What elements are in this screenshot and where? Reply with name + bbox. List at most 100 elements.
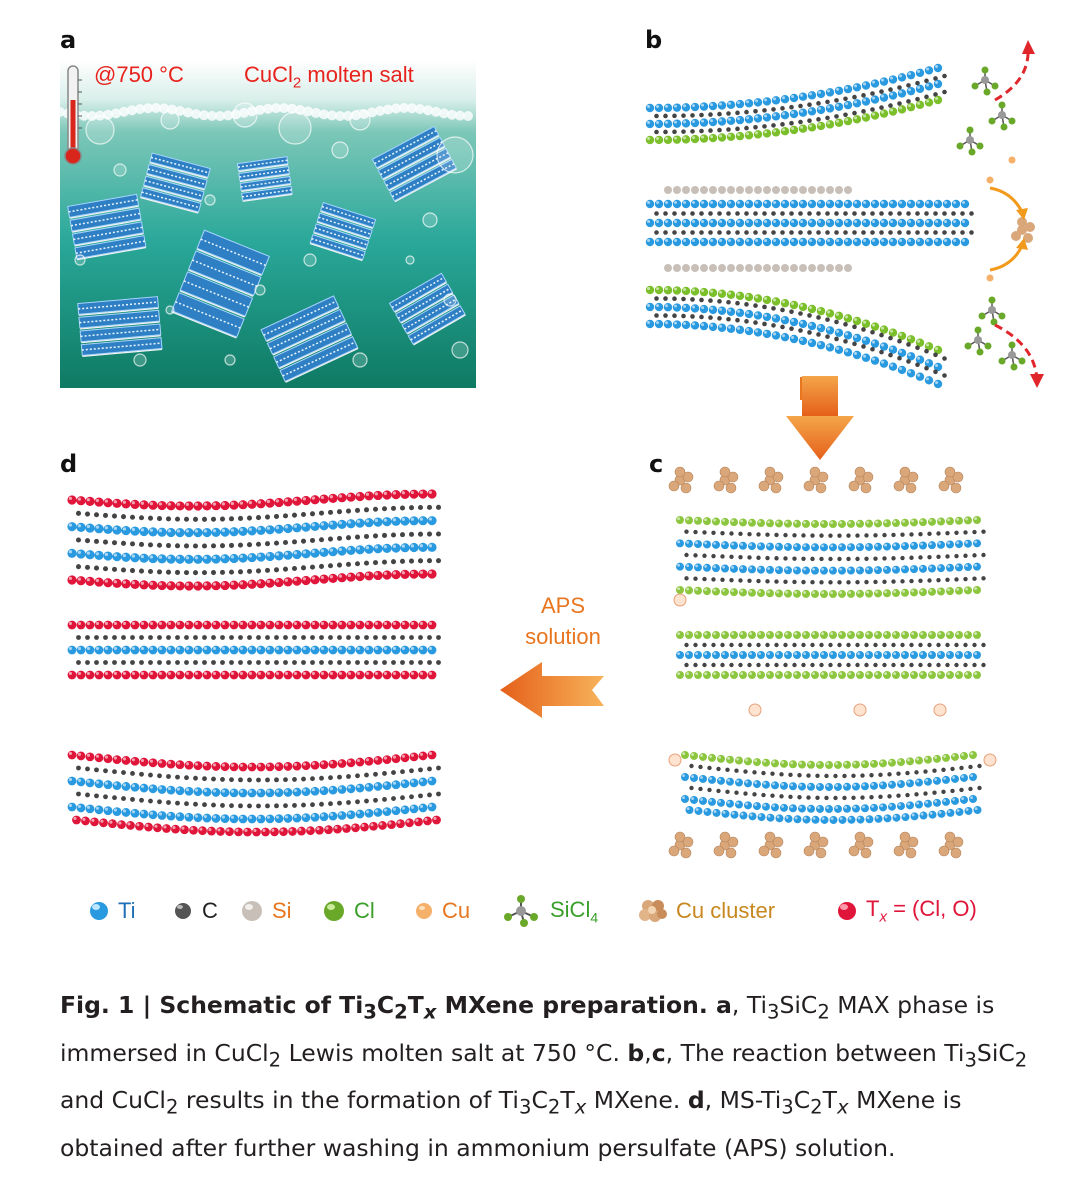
caption-subscript: 3 (781, 1096, 794, 1120)
orange-arrowhead-icon (1016, 208, 1028, 220)
sicl4-molecule-icon (504, 895, 538, 927)
orange-arrowhead-icon (1016, 238, 1028, 250)
si-atom-icon (242, 901, 262, 921)
panel-label-a: a (60, 26, 77, 54)
ms-mxene-layer-bottom (67, 750, 441, 837)
cu-atom (986, 176, 994, 184)
legend-item-si: Si (240, 893, 292, 929)
caption-title: Schematic of Ti3C2Tx MXene preparation. … (159, 991, 732, 1024)
sicl4-subscript: 4 (590, 909, 599, 926)
max-phase-crystal (67, 193, 147, 261)
caption-text: T (407, 991, 424, 1019)
cu-cluster-row (668, 466, 964, 494)
caption-text: , Ti (731, 991, 767, 1019)
caption-subscript: x (837, 1096, 849, 1120)
sicl4-molecule (964, 326, 992, 356)
legend-item-tx: Tx = (Cl, O) (836, 893, 977, 929)
cu-migration-arrow-top (989, 186, 1024, 213)
caption-subscript: 2 (1014, 1048, 1028, 1072)
bubble (303, 253, 317, 267)
aps-label-line1: APS (540, 593, 586, 618)
legend-label-c: C (202, 898, 218, 923)
release-arrow-top (994, 47, 1030, 102)
max-phase-crystal (371, 125, 457, 203)
sicl4-molecule (956, 126, 984, 156)
panel-label-d: d (60, 450, 78, 478)
cu-cluster-row (668, 831, 964, 859)
caption-subscript: 2 (165, 1096, 179, 1120)
bubble (254, 284, 266, 296)
cu-atom (748, 703, 762, 717)
bubble (113, 163, 127, 177)
legend-item-ti: Ti (88, 893, 136, 929)
max-phase-crystal (171, 229, 270, 339)
ms-mxene-layer-middle (67, 620, 441, 680)
caption-subscript: 2 (810, 1096, 823, 1120)
max-phase-crystal (236, 156, 293, 202)
sicl4-formula: SiCl (550, 896, 591, 922)
caption-text: SiC (976, 1038, 1015, 1067)
mxene-layer-peeling-top (645, 63, 947, 145)
panel-d-ms-mxene (67, 489, 442, 837)
caption-subscript: 3 (363, 1000, 377, 1024)
process-down-arrow-head (786, 376, 854, 460)
caption-text: Schematic of Ti (159, 991, 364, 1019)
caption-text: MAX phase is immersed in CuCl (60, 991, 995, 1067)
figure-caption: Fig. 1 | Schematic of Ti3C2Tx MXene prep… (60, 985, 1050, 1169)
sicl4-molecule (971, 66, 999, 96)
sicl4-molecule (988, 101, 1016, 131)
bubble (352, 352, 368, 368)
max-phase-crystal (309, 201, 377, 262)
caption-text: , MS-Ti (704, 1086, 782, 1115)
salt-label-text: molten salt (301, 62, 414, 87)
bubble (451, 341, 469, 359)
bubble (405, 255, 415, 265)
bubble (204, 194, 216, 206)
caption-panel-ref: b (627, 1038, 645, 1067)
molten-salt-illustration (60, 60, 476, 388)
bubble (443, 293, 457, 307)
caption-text: SiC (779, 991, 818, 1019)
caption-text: MXene. (586, 1086, 688, 1115)
caption-figure-number: Fig. 1 | (60, 991, 160, 1019)
bubble (278, 111, 312, 145)
caption-subscript: 2 (547, 1096, 561, 1120)
sicl4-molecule (998, 341, 1026, 371)
max-phase-crystal (77, 296, 163, 357)
release-arrow-bottom (994, 323, 1039, 381)
caption-subscript: 2 (817, 1000, 830, 1024)
caption-text: C (376, 991, 395, 1019)
bubble (224, 354, 236, 366)
caption-subscript: 3 (964, 1048, 977, 1072)
tx-symbol: T (866, 896, 880, 922)
caption-text: T (560, 1086, 575, 1115)
cu-atom (668, 753, 682, 767)
legend-label-ti: Ti (118, 898, 136, 923)
cu-atom (983, 753, 997, 767)
aps-solution-label: APS solution (508, 590, 618, 652)
panel-a-molten-salt-bath: @750 °C CuCl2 molten salt (60, 60, 476, 388)
cu-atom (673, 593, 687, 607)
caption-subscript: x (423, 1000, 437, 1024)
cu-migration-arrow-bottom (989, 245, 1024, 272)
si-layer (664, 186, 852, 194)
legend-item-c: C (172, 893, 218, 929)
legend-label-sicl4: SiCl4 (550, 897, 598, 925)
bubble (133, 353, 147, 367)
legend-item-cu-cluster: Cu cluster (638, 893, 775, 929)
tx-subscript: x (879, 908, 887, 926)
caption-subscript: x (574, 1096, 587, 1120)
atom-legend: Ti C Si Cl Cu SiCl4 Cu cluster Tx = (Cl,… (88, 893, 1028, 929)
caption-text: and CuCl (60, 1086, 166, 1115)
panel-c-mxene-cu-clusters (668, 466, 997, 859)
bubble (331, 141, 349, 159)
caption-text: results in the formation of Ti (178, 1086, 519, 1115)
aps-label-line2: solution (525, 624, 601, 649)
mxene-layer-peeling-bottom (645, 285, 947, 389)
panel-b-reaction-schematic (645, 40, 1044, 400)
si-layer (664, 264, 852, 272)
cu-atom (986, 274, 994, 282)
max-phase-crystal (139, 152, 211, 214)
panel-label-c: c (649, 450, 664, 478)
cu-atom (853, 703, 867, 717)
